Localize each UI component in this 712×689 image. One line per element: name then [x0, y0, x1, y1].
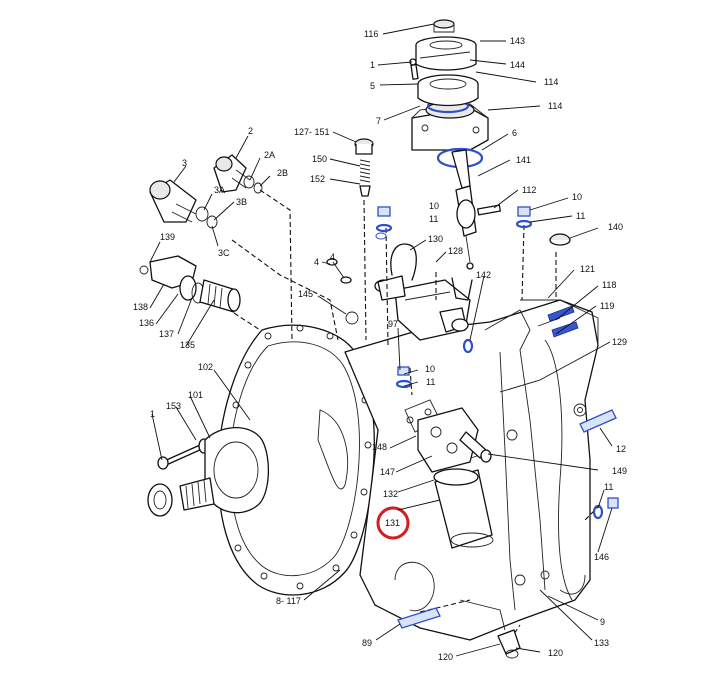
callout-138: 138 — [133, 302, 148, 312]
callout-10: 10 — [425, 364, 435, 374]
callout-127-151: 127- 151 — [294, 127, 330, 137]
shift-shaft — [436, 147, 484, 301]
shift-tower — [409, 19, 489, 151]
callout-11: 11 — [429, 214, 438, 224]
callout-128: 128 — [448, 246, 463, 256]
callout-4: 4 — [314, 257, 319, 267]
callout-114: 114 — [548, 101, 562, 111]
callout-3A: 3A — [214, 185, 225, 195]
callout-2B: 2B — [277, 168, 288, 178]
callout-5: 5 — [370, 81, 375, 91]
callout-152: 152 — [310, 174, 325, 184]
callout-143: 143 — [510, 36, 525, 46]
callout-129: 129 — [612, 337, 627, 347]
callout-118: 118 — [602, 280, 616, 290]
callout-147: 147 — [380, 467, 395, 477]
callout-10: 10 — [572, 192, 582, 202]
oil-filter — [433, 468, 494, 549]
highlight-circle-131 — [376, 506, 410, 540]
callout-149: 149 — [612, 466, 627, 476]
control-valve — [374, 243, 471, 341]
callout-12: 12 — [616, 444, 626, 454]
input-shaft — [147, 427, 270, 517]
callout-1: 1 — [370, 60, 375, 70]
hardware — [326, 204, 619, 659]
callout-131: 131 — [385, 518, 400, 528]
callout-97: 97 — [388, 319, 398, 329]
callout-9: 9 — [600, 617, 605, 627]
callout-150: 150 — [312, 154, 327, 164]
relief-valve-stack — [354, 138, 374, 197]
callout-2: 2 — [248, 126, 253, 136]
callout-120: 120 — [548, 648, 563, 658]
callout-2A: 2A — [264, 150, 275, 160]
filter-head — [417, 407, 479, 473]
callout-145: 145 — [298, 289, 313, 299]
leader-lines — [149, 23, 613, 657]
callout-139: 139 — [160, 232, 175, 242]
callout-135: 135 — [180, 340, 195, 350]
callout-6: 6 — [512, 128, 517, 138]
solenoid-3 — [149, 179, 218, 229]
callout-102: 102 — [198, 362, 213, 372]
callout-137: 137 — [159, 329, 174, 339]
callout-153: 153 — [166, 401, 181, 411]
callout-7: 7 — [376, 116, 381, 126]
callout-3C: 3C — [218, 248, 230, 258]
callout-114: 114 — [544, 77, 558, 87]
pump-drive — [139, 255, 241, 313]
callout-133: 133 — [594, 638, 609, 648]
callout-8-117: 8- 117 — [276, 596, 301, 606]
callout-141: 141 — [516, 155, 531, 165]
callout-140: 140 — [608, 222, 623, 232]
callout-101: 101 — [188, 390, 203, 400]
callout-11: 11 — [426, 377, 435, 387]
callout-1: 1 — [150, 409, 155, 419]
callout-136: 136 — [139, 318, 154, 328]
callout-148: 148 — [372, 442, 387, 452]
callout-132: 132 — [383, 489, 398, 499]
callout-11: 11 — [576, 211, 585, 221]
callout-112: 112 — [522, 185, 536, 195]
callout-11: 11 — [604, 482, 613, 492]
callout-labels: 116 143 1 144 5 114 114 7 6 127- 151 141… — [133, 29, 627, 662]
callout-119: 119 — [600, 301, 614, 311]
callout-120: 120 — [438, 652, 453, 662]
callout-3: 3 — [182, 158, 187, 168]
callout-146: 146 — [594, 552, 609, 562]
callout-3B: 3B — [236, 197, 247, 207]
solenoid-2 — [213, 154, 263, 194]
callout-121: 121 — [580, 264, 595, 274]
callout-116: 116 — [364, 29, 378, 39]
callout-144: 144 — [510, 60, 525, 70]
callout-142: 142 — [476, 270, 491, 280]
callout-130: 130 — [428, 234, 443, 244]
callout-89: 89 — [362, 638, 372, 648]
callout-4: 4 — [330, 252, 335, 262]
callout-10: 10 — [429, 201, 439, 211]
